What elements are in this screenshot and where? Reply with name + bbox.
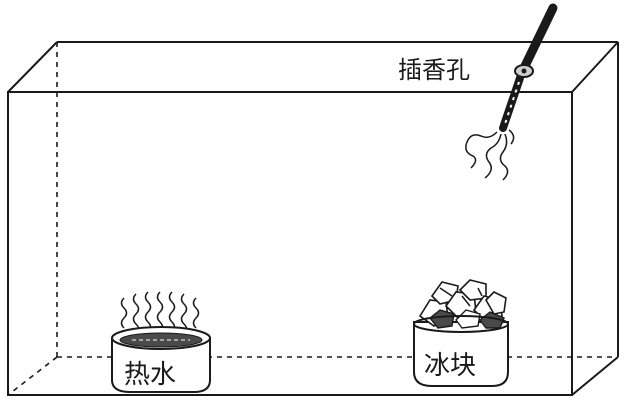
steam-lines — [120, 291, 200, 333]
incense-smoke — [465, 129, 515, 181]
box-hidden-edges — [7, 42, 618, 396]
ice-cubes-label: 冰块 — [424, 351, 476, 381]
hot-water-container — [111, 291, 211, 393]
box-visible-edges — [7, 41, 619, 396]
ice-container — [413, 279, 509, 387]
incense-stick — [499, 3, 558, 132]
incense-hole-label: 插香孔 — [398, 56, 470, 84]
hot-water-label: 热水 — [124, 360, 176, 390]
ice-cubes-icon — [418, 279, 507, 329]
